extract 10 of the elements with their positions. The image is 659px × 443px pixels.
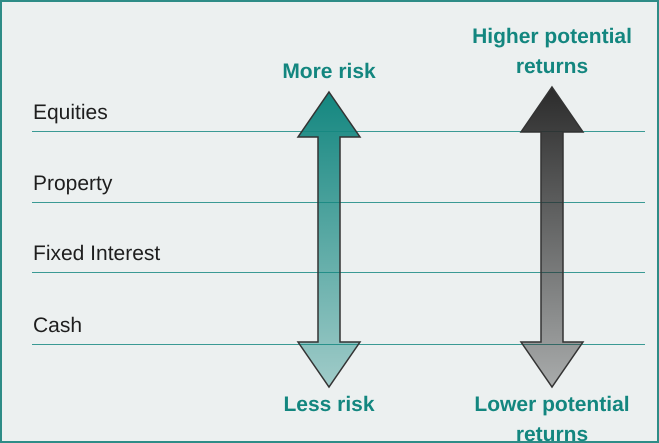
scale-end-label: More risk bbox=[254, 57, 404, 87]
scale-end-label: Higher potential returns bbox=[447, 22, 657, 82]
asset-class-label: Fixed Interest bbox=[33, 242, 160, 266]
double-arrow bbox=[296, 90, 362, 388]
scale-end-label: Less risk bbox=[254, 390, 404, 420]
scale-end-label: Lower potential returns bbox=[442, 390, 659, 443]
asset-class-label: Property bbox=[33, 172, 112, 196]
asset-class-label: Equities bbox=[33, 101, 108, 125]
double-arrow bbox=[520, 86, 584, 388]
asset-class-label: Cash bbox=[33, 314, 82, 338]
